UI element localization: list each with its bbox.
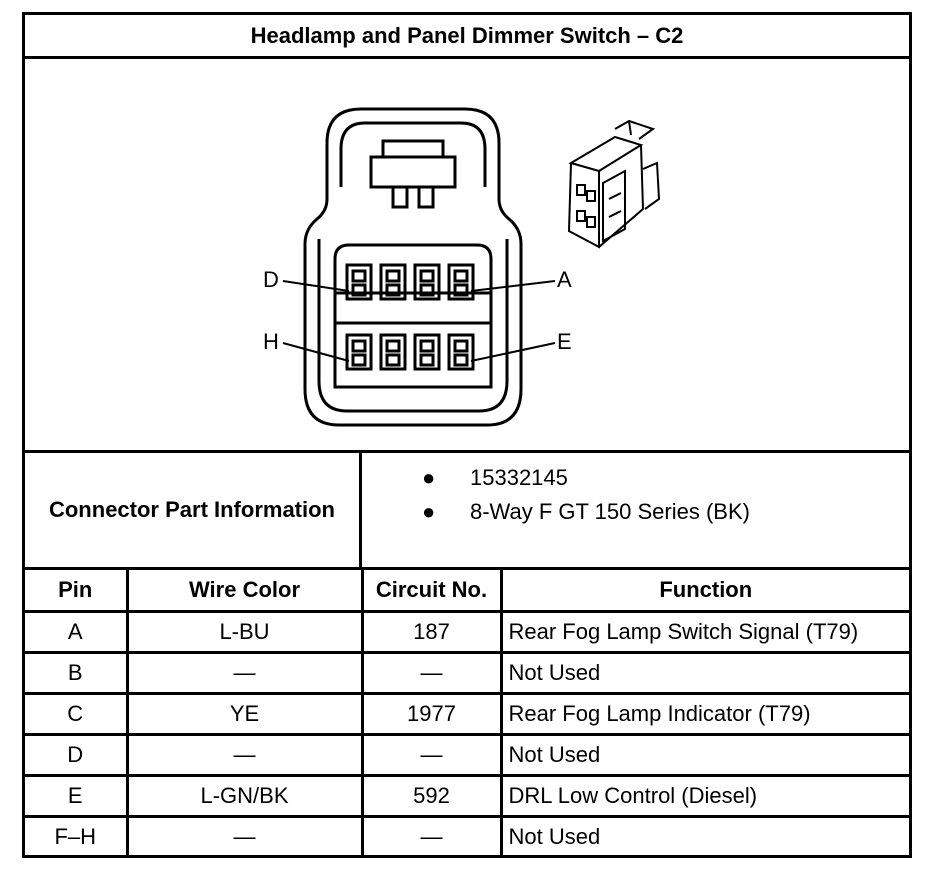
connector-part-list: ● 15332145 ● 8-Way F GT 150 Series (BK) <box>362 453 909 567</box>
cell-wire-color: — <box>125 650 364 695</box>
cell-circuit: — <box>360 650 503 695</box>
cell-function: DRL Low Control (Diesel) <box>499 773 909 818</box>
header-circuit-no: Circuit No. <box>360 570 503 613</box>
cell-pin: B <box>25 650 129 695</box>
cell-pin: C <box>25 691 129 736</box>
pin-label-e: E <box>557 329 572 354</box>
cell-circuit: 187 <box>360 609 503 654</box>
table-row: D — — Not Used <box>25 732 909 777</box>
pin-label-d: D <box>263 267 279 292</box>
header-pin: Pin <box>25 570 129 613</box>
connector-drawing: D A H E <box>263 107 661 427</box>
cell-circuit: — <box>360 814 503 857</box>
connector-description: 8-Way F GT 150 Series (BK) <box>470 499 750 524</box>
table-row: F–H — — Not Used <box>25 814 909 857</box>
cell-circuit: 1977 <box>360 691 503 736</box>
connector-diagram: D A H E <box>25 59 909 453</box>
cell-pin: E <box>25 773 129 818</box>
cell-function: Not Used <box>499 814 909 857</box>
connector-part-information: Connector Part Information ● 15332145 ● … <box>25 453 909 570</box>
cell-circuit: 592 <box>360 773 503 818</box>
cell-function: Not Used <box>499 650 909 695</box>
table-row: A L-BU 187 Rear Fog Lamp Switch Signal (… <box>25 609 909 654</box>
bullet-icon: ● <box>422 465 436 490</box>
pin-label-h: H <box>263 329 279 354</box>
cell-function: Rear Fog Lamp Indicator (T79) <box>499 691 909 736</box>
cell-wire-color: — <box>125 732 364 777</box>
cell-function: Rear Fog Lamp Switch Signal (T79) <box>499 609 909 654</box>
cell-function: Not Used <box>499 732 909 777</box>
cell-wire-color: YE <box>125 691 364 736</box>
table-row: C YE 1977 Rear Fog Lamp Indicator (T79) <box>25 691 909 736</box>
cell-wire-color: — <box>125 814 364 857</box>
cell-circuit: — <box>360 732 503 777</box>
table-header-row: Pin Wire Color Circuit No. Function <box>25 570 909 613</box>
connector-part-information-label: Connector Part Information <box>25 453 362 567</box>
table-row: E L-GN/BK 592 DRL Low Control (Diesel) <box>25 773 909 818</box>
pinout-table: Pin Wire Color Circuit No. Function A L-… <box>25 570 909 857</box>
connector-sheet: Headlamp and Panel Dimmer Switch – C2 <box>22 12 912 858</box>
header-wire-color: Wire Color <box>125 570 364 613</box>
cell-pin: A <box>25 609 129 654</box>
cell-pin: D <box>25 732 129 777</box>
connector-isometric-view <box>567 119 661 249</box>
pin-label-a: A <box>557 267 572 292</box>
header-function: Function <box>499 570 909 613</box>
cell-wire-color: L-BU <box>125 609 364 654</box>
table-row: B — — Not Used <box>25 650 909 695</box>
page-title: Headlamp and Panel Dimmer Switch – C2 <box>25 15 909 59</box>
cell-wire-color: L-GN/BK <box>125 773 364 818</box>
cell-pin: F–H <box>25 814 129 857</box>
part-number: 15332145 <box>470 465 568 490</box>
bullet-icon: ● <box>422 499 436 524</box>
